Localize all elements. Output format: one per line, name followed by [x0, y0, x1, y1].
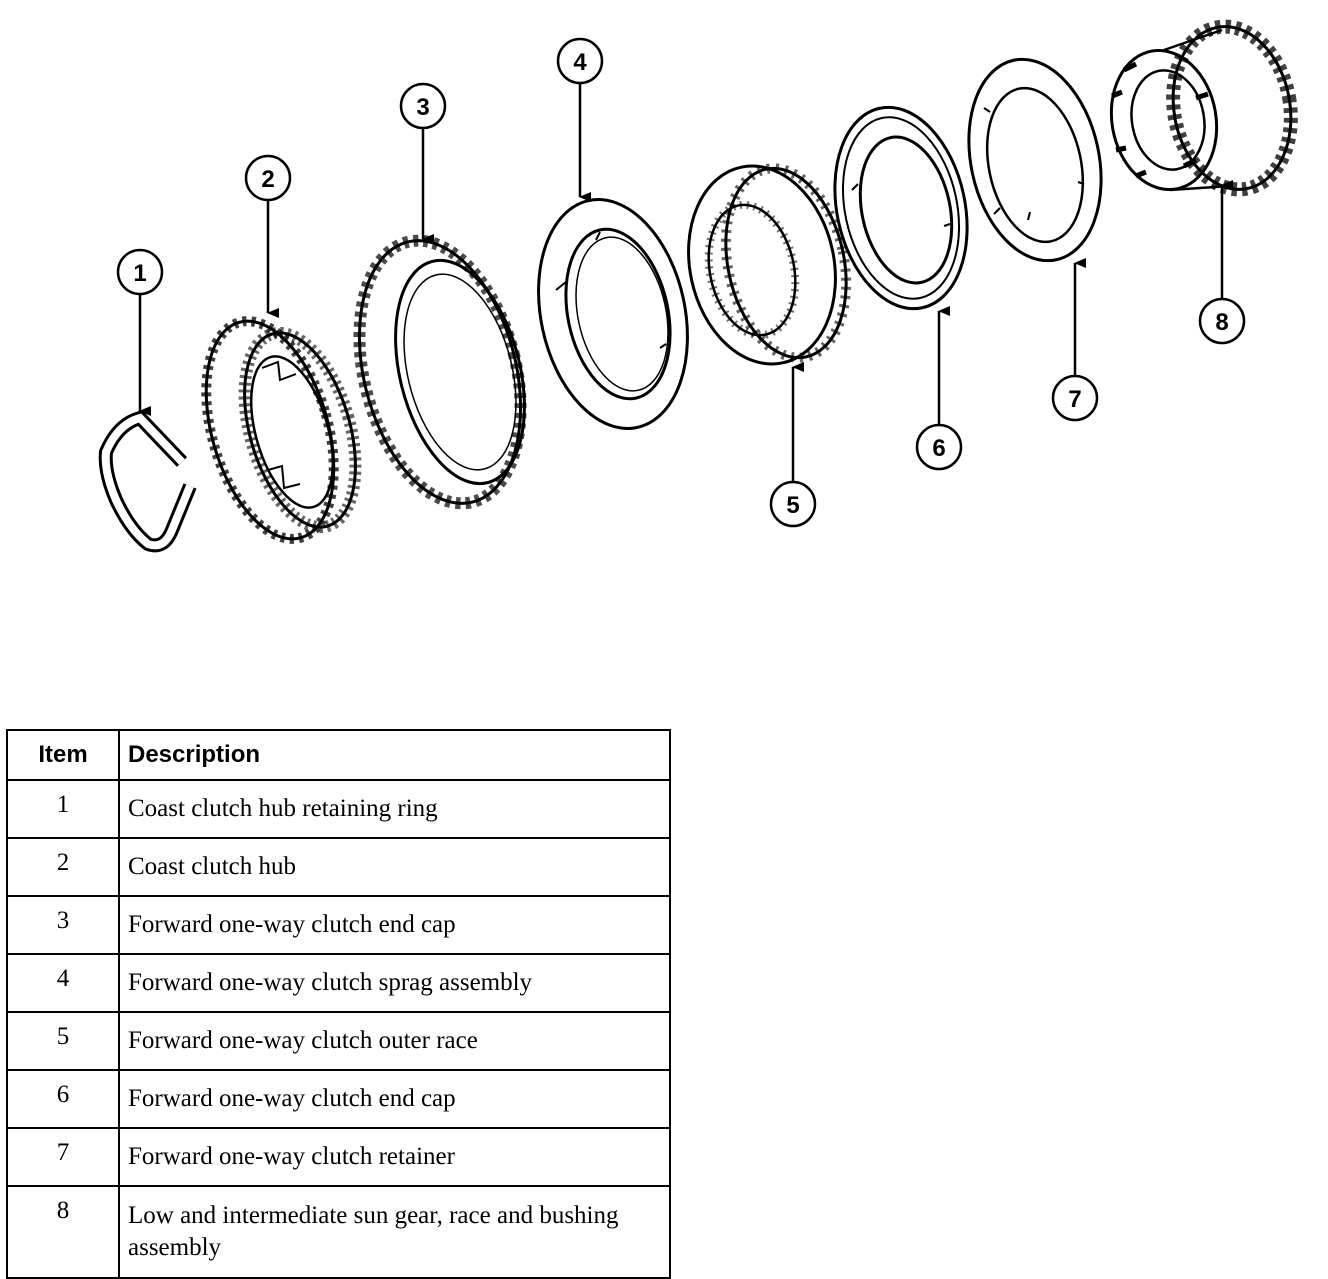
svg-text:6: 6: [932, 435, 945, 462]
svg-text:1: 1: [133, 260, 146, 287]
table-row: 8 Low and intermediate sun gear, race an…: [6, 1185, 671, 1279]
svg-text:4: 4: [573, 49, 587, 76]
parts-table: Item Description 1 Coast clutch hub reta…: [6, 729, 671, 1279]
callout-4: 4: [556, 37, 604, 85]
callout-3: 3: [399, 82, 447, 130]
item-description: Coast clutch hub retaining ring: [118, 779, 671, 839]
callout-7: 7: [1051, 374, 1099, 422]
exploded-parts-diagram: 1 2 3 4 5 6 7 8: [98, 19, 1298, 553]
table-header-row: Item Description: [6, 729, 671, 781]
svg-text:2: 2: [261, 166, 274, 193]
table-row: 5 Forward one-way clutch outer race: [6, 1011, 671, 1071]
part-6-end-cap: [833, 105, 969, 311]
leader-arrows: [138, 84, 1233, 481]
table-row: 1 Coast clutch hub retaining ring: [6, 779, 671, 839]
table-row: 6 Forward one-way clutch end cap: [6, 1069, 671, 1129]
part-3-end-cap: [353, 234, 527, 510]
callout-2: 2: [244, 154, 292, 202]
item-description: Forward one-way clutch retainer: [118, 1127, 671, 1187]
callout-8: 8: [1198, 297, 1246, 345]
svg-text:8: 8: [1215, 309, 1228, 336]
part-1-retaining-ring: [98, 410, 197, 553]
table-row: 4 Forward one-way clutch sprag assembly: [6, 953, 671, 1013]
item-number: 8: [6, 1185, 120, 1279]
part-5-outer-race: [687, 163, 852, 366]
item-number: 5: [6, 1011, 120, 1071]
item-number: 6: [6, 1069, 120, 1129]
item-number: 4: [6, 953, 120, 1013]
item-description: Forward one-way clutch end cap: [118, 895, 671, 955]
part-8-sun-gear-assembly: [1109, 19, 1298, 197]
item-description: Forward one-way clutch outer race: [118, 1011, 671, 1071]
item-number: 2: [6, 837, 120, 897]
part-7-retainer: [967, 57, 1103, 263]
svg-text:3: 3: [416, 94, 429, 121]
item-description: Coast clutch hub: [118, 837, 671, 897]
svg-text:5: 5: [786, 492, 799, 519]
item-number: 7: [6, 1127, 120, 1187]
callout-1: 1: [116, 248, 164, 296]
table-row: 3 Forward one-way clutch end cap: [6, 895, 671, 955]
description-column-header: Description: [118, 729, 671, 781]
item-description: Low and intermediate sun gear, race and …: [118, 1185, 671, 1279]
item-number: 1: [6, 779, 120, 839]
item-description: Forward one-way clutch end cap: [118, 1069, 671, 1129]
part-4-sprag-assembly: [537, 198, 689, 430]
item-column-header: Item: [6, 729, 120, 781]
table-row: 2 Coast clutch hub: [6, 837, 671, 897]
table-row: 7 Forward one-way clutch retainer: [6, 1127, 671, 1187]
svg-text:7: 7: [1068, 386, 1081, 413]
item-number: 3: [6, 895, 120, 955]
part-2-coast-clutch-hub: [201, 316, 362, 544]
item-description: Forward one-way clutch sprag assembly: [118, 953, 671, 1013]
callout-6: 6: [915, 423, 963, 471]
callout-5: 5: [769, 480, 817, 528]
